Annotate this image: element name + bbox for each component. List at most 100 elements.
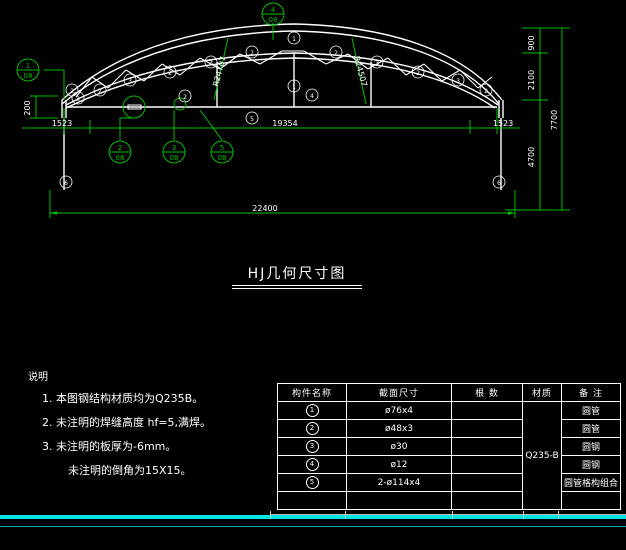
header-component-name: 构件名称 (277, 383, 347, 402)
table-row: 1 ø76x4 Q235-B 圆管 (277, 401, 621, 510)
dim-left-small-height: 200 (23, 100, 32, 115)
component-number-badge: 2 (305, 422, 319, 435)
table-row: 4 ø12 圆钢 (277, 455, 621, 474)
table-row: 5 2-ø114x4 圆管格构组合 (277, 473, 621, 492)
detail-bubble-group: 1 08 2 08 3 08 (16, 2, 285, 164)
bottom-thin-line (0, 526, 626, 527)
svg-text:3: 3 (375, 60, 379, 67)
cell-remark: 圆管格构组合 (561, 473, 621, 492)
member-tag-group: 1 1 2 2 3 3 2 2 3 3 2 2 3 2 4 5 6 6 2 (59, 31, 506, 189)
detail-bubble-3[interactable]: 3 08 (162, 140, 186, 164)
note-item-3: 3. 未注明的板厚为-6mm。 (42, 440, 177, 453)
dim-column-height: 4700 (527, 147, 536, 167)
svg-text:4: 4 (310, 93, 314, 100)
svg-text:2: 2 (98, 88, 102, 95)
title-underline-1 (232, 285, 362, 286)
right-support-column (498, 100, 504, 190)
cell-count (451, 491, 523, 510)
cell-count (451, 473, 523, 492)
bottom-accent-bar (0, 515, 626, 519)
svg-text:2: 2 (183, 94, 187, 101)
dim-overall-span: 22400 (252, 204, 277, 213)
dim-left-offset: 1523 (52, 119, 72, 128)
title-underline-2 (232, 288, 362, 289)
header-count: 根 数 (451, 383, 523, 402)
dim-right-offset: 1523 (493, 119, 513, 128)
bar-tick (345, 511, 346, 519)
cell-component-name: 1 (277, 401, 347, 420)
bar-tick (558, 511, 559, 519)
header-material: 材质 (522, 383, 562, 402)
cell-component-name (277, 491, 347, 510)
notes-block: 说明 1. 本图钢结构材质均为Q235B。 2. 未注明的焊缝高度 hf=5,满… (28, 368, 268, 486)
bar-tick (270, 511, 271, 519)
bottom-divider-line (270, 514, 626, 515)
node-circle-symbol (173, 97, 187, 111)
truss-outline (61, 23, 503, 109)
table-row: 2 ø48x3 圆管 (277, 419, 621, 438)
svg-text:1: 1 (292, 84, 296, 91)
detail-bubble-3-bottom: 08 (170, 154, 179, 162)
note-sub-item: 未注明的倒角为15X15。 (68, 464, 192, 477)
svg-text:6: 6 (497, 180, 501, 187)
drawing-title-block: HJ几何尺寸图 (232, 263, 362, 289)
svg-text:5: 5 (250, 116, 254, 123)
header-section-size: 截面尺寸 (346, 383, 452, 402)
component-schedule-table: 构件名称 截面尺寸 根 数 材质 备 注 1 ø76x4 Q235-B 圆管 2… (277, 383, 621, 510)
detail-bubble-2[interactable]: 2 08 (108, 140, 132, 164)
detail-bubble-2-bottom: 08 (116, 154, 125, 162)
detail-bubble-1[interactable]: 1 08 (16, 58, 40, 82)
dim-mid-height: 2100 (527, 70, 536, 90)
cell-remark: 圆钢 (561, 437, 621, 456)
radius-label-left: R24707 (211, 55, 228, 87)
detail-bubble-4[interactable]: 4 08 (261, 2, 285, 26)
cell-material: Q235-B (522, 401, 562, 510)
svg-text:2: 2 (250, 50, 254, 57)
detail-bubble-5-top: 5 (220, 144, 224, 152)
component-number-badge: 3 (305, 440, 319, 453)
dim-chord-span: 19354 (272, 119, 297, 128)
svg-text:2: 2 (334, 50, 338, 57)
cell-remark (561, 491, 621, 510)
component-number-badge: 1 (305, 404, 319, 417)
cell-section-size: ø76x4 (346, 401, 452, 420)
truss-svg: 22400 19354 1523 1523 900 2100 4700 7700… (16, 2, 570, 218)
cell-section-size (346, 491, 452, 510)
detail-bubble-4-top: 4 (271, 6, 276, 14)
svg-text:2: 2 (484, 88, 488, 95)
cell-section-size: ø30 (346, 437, 452, 456)
svg-text:2: 2 (70, 88, 74, 95)
note-item-2: 2. 未注明的焊缝高度 hf=5,满焊。 (42, 416, 212, 429)
detail-bubble-1-top: 1 (26, 62, 30, 70)
notes-heading: 说明 (28, 372, 48, 383)
svg-text:3: 3 (76, 96, 80, 103)
cell-remark: 圆管 (561, 419, 621, 438)
cell-component-name: 4 (277, 455, 347, 474)
svg-text:3: 3 (456, 78, 460, 85)
svg-text:6: 6 (64, 180, 68, 187)
detail-bubble-4-bottom: 08 (269, 16, 278, 24)
table-row (277, 491, 621, 510)
bar-tick (523, 511, 524, 519)
cell-count (451, 401, 523, 420)
cell-component-name: 3 (277, 437, 347, 456)
page-title: HJ几何尺寸图 (247, 266, 347, 282)
cell-remark: 圆钢 (561, 455, 621, 474)
cell-section-size: ø48x3 (346, 419, 452, 438)
table-header-row: 构件名称 截面尺寸 根 数 材质 备 注 (277, 383, 621, 402)
dimension-lines (22, 23, 570, 218)
cell-count (451, 437, 523, 456)
web-members (75, 50, 493, 98)
detail-bubble-2-top: 2 (118, 144, 122, 152)
cell-section-size: 2-ø114x4 (346, 473, 452, 492)
cell-remark: 圆管 (561, 401, 621, 420)
radius-label-right: R24507 (352, 55, 369, 87)
cell-count (451, 455, 523, 474)
note-item-1: 1. 本图钢结构材质均为Q235B。 (42, 392, 204, 405)
svg-text:1: 1 (292, 36, 296, 43)
detail-bubble-5[interactable]: 5 08 (210, 140, 234, 164)
truss-geometry-drawing: 22400 19354 1523 1523 900 2100 4700 7700… (16, 2, 570, 218)
bar-tick (452, 511, 453, 519)
cell-component-name: 5 (277, 473, 347, 492)
header-remarks: 备 注 (561, 383, 621, 402)
